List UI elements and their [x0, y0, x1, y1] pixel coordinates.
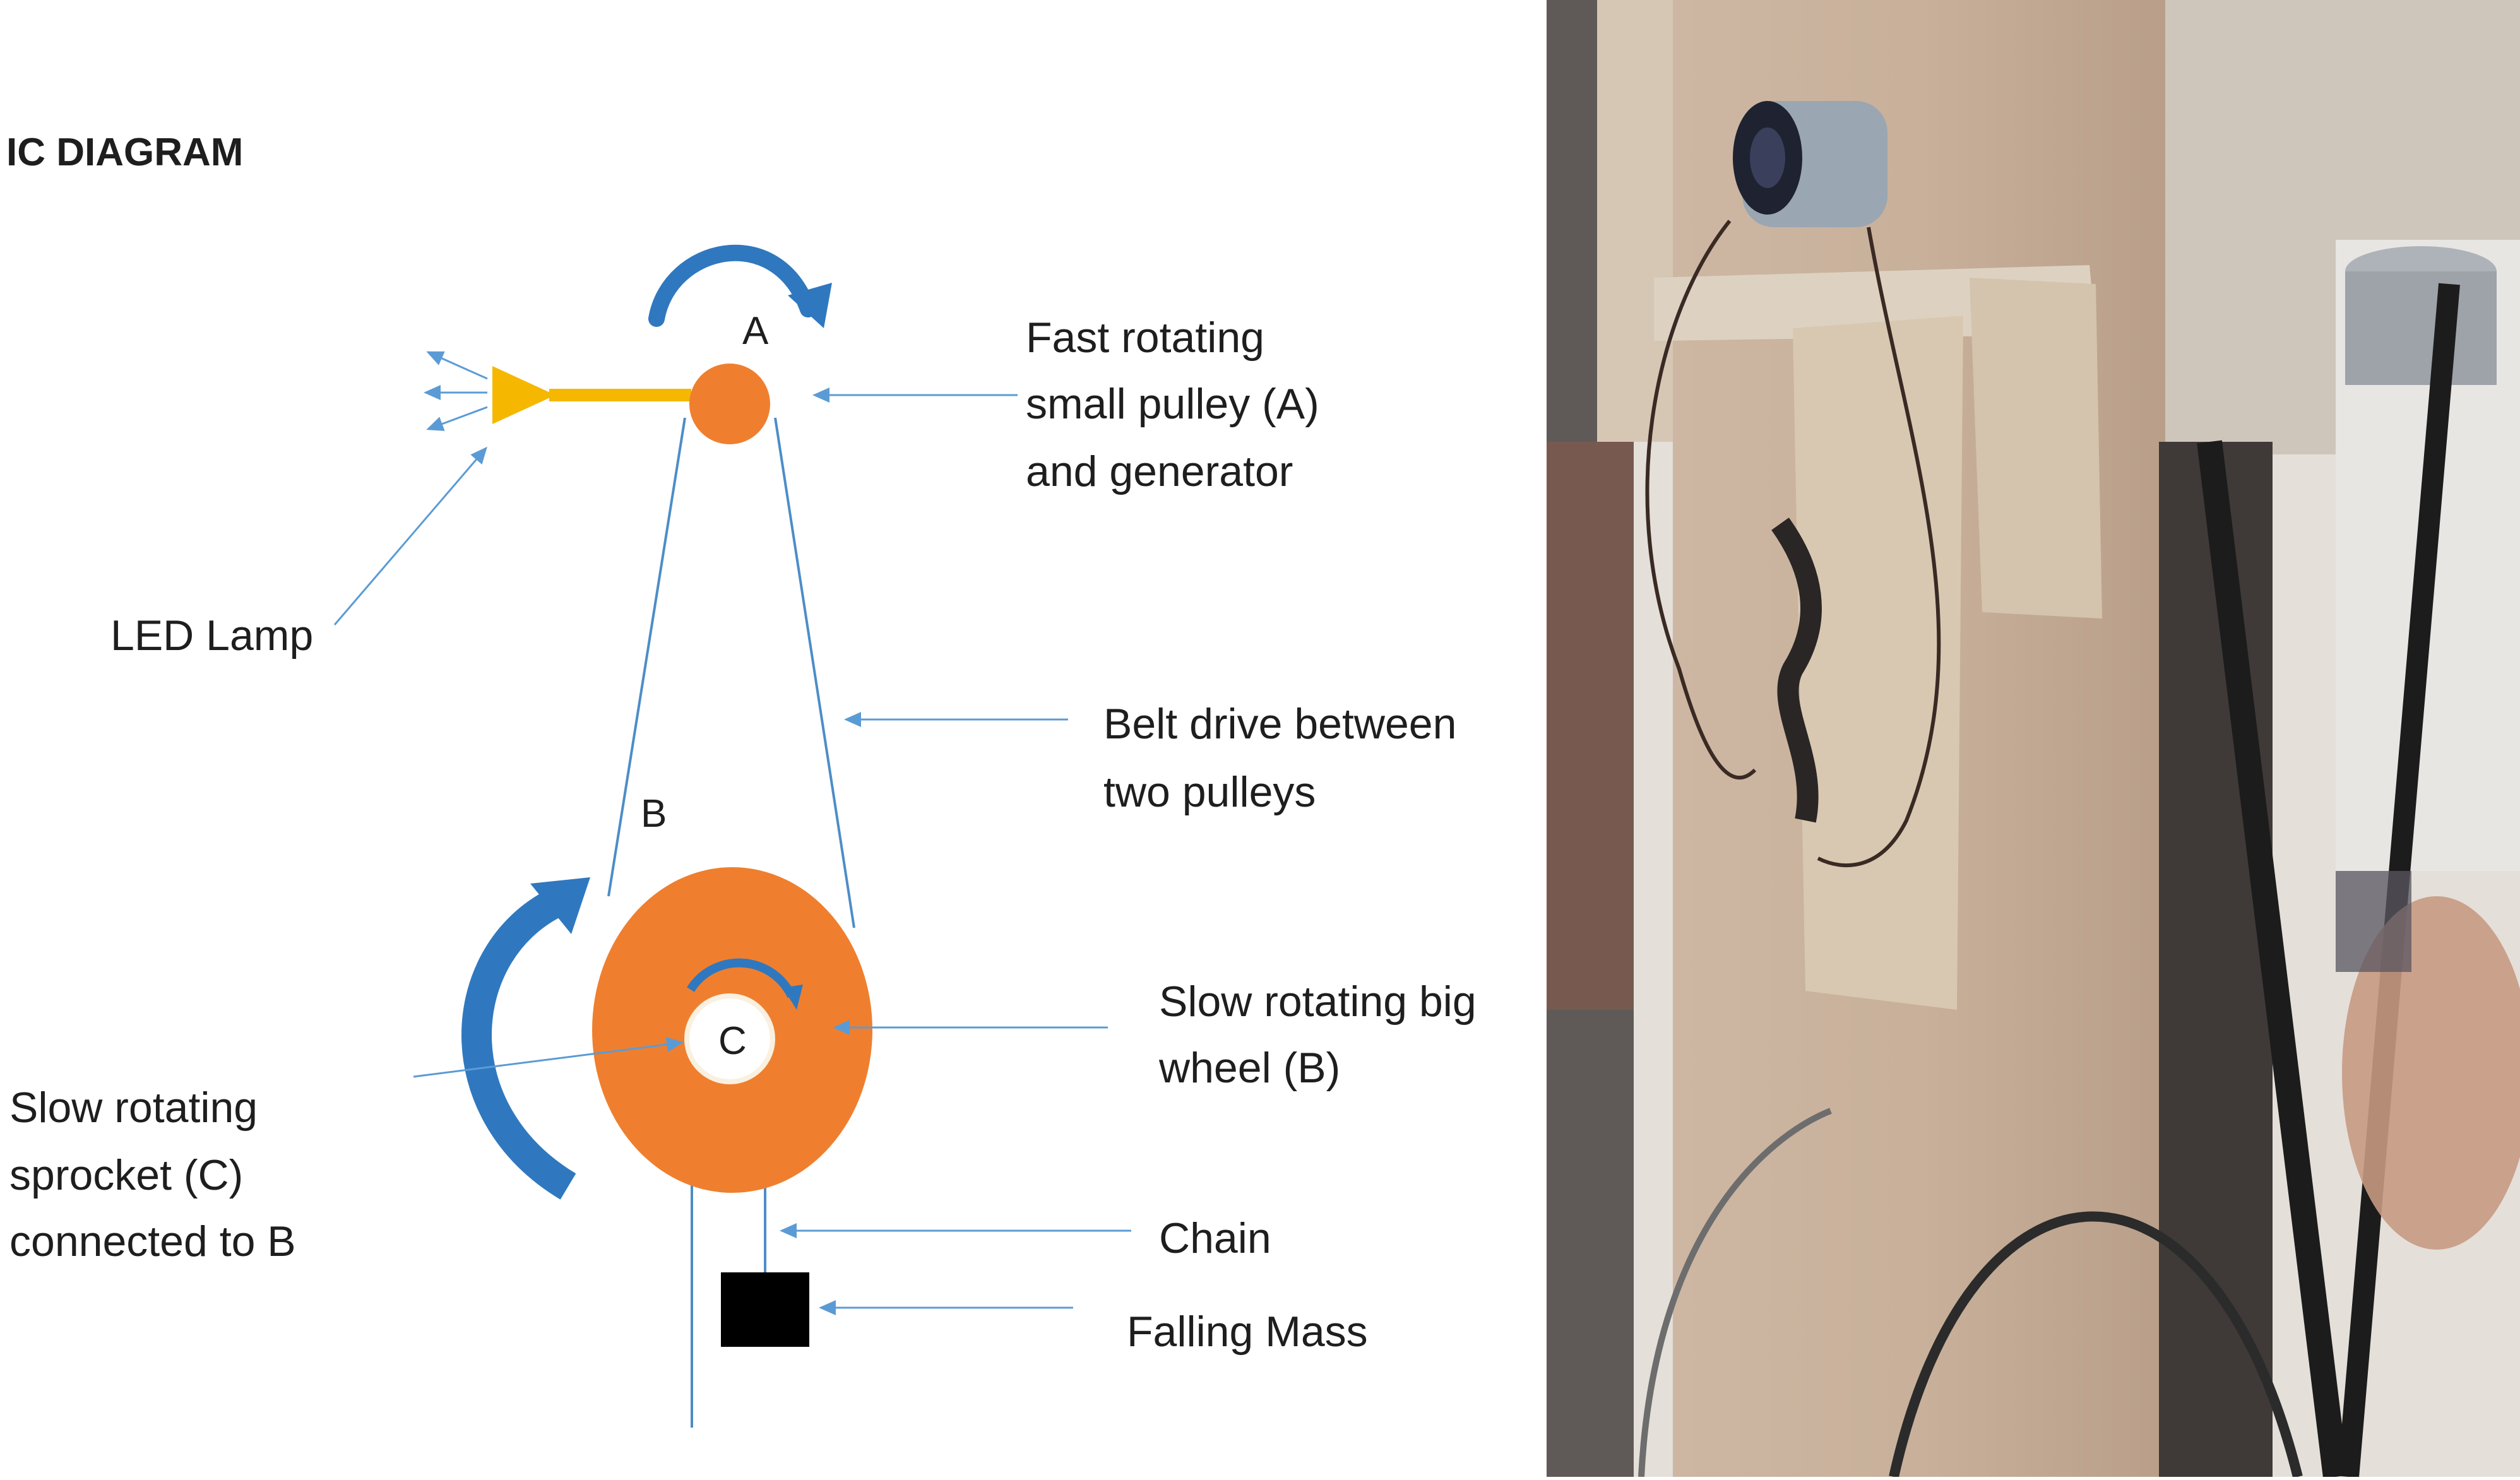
photo-hanging-board	[1793, 316, 1963, 1010]
photo-hand	[2342, 896, 2520, 1250]
photo-side-board	[1970, 278, 2102, 619]
sprocket-c	[684, 993, 775, 1084]
pointer-led	[333, 446, 487, 625]
label-wheel-b-line-2: wheel (B)	[1158, 1044, 1340, 1092]
photo-pot	[2345, 271, 2497, 385]
label-led: LED Lamp	[110, 612, 313, 660]
pulley-a-arrowhead	[788, 283, 832, 328]
generator-photo	[1545, 0, 2520, 1477]
sprocket-c-arrowhead	[783, 985, 803, 1010]
label-sprocket-c-line-3: connected to B	[9, 1217, 296, 1265]
label-belt-line-1: Belt drive between	[1103, 700, 1456, 748]
letter-a: A	[742, 309, 769, 353]
photo-left-object	[1545, 442, 1634, 1010]
photo-painted-mark	[1771, 518, 1822, 823]
label-pulley-a-line-2: small pulley (A)	[1026, 380, 1319, 428]
photo-belt-1	[2197, 440, 2348, 1477]
wheel-b-rotation-arrow	[461, 889, 576, 1200]
panel-divider	[1540, 0, 1547, 1477]
photo-bicycle-wheel	[1889, 1211, 2303, 1477]
label-pulley-a-line-3: and generator	[1026, 447, 1293, 495]
photo-wire-2	[1817, 227, 1941, 868]
label-pulley-a: Fast rotating small pulley (A) and gener…	[1026, 314, 1319, 495]
pulley-a	[689, 364, 770, 444]
led-stem	[549, 389, 691, 401]
label-pulley-a-line-1: Fast rotating	[1026, 314, 1264, 362]
led-lamp-icon	[492, 366, 556, 424]
light-ray-3	[426, 406, 488, 431]
label-belt-line-2: two pulleys	[1103, 768, 1316, 816]
pulley-a-rotation-arrow	[648, 244, 816, 327]
falling-mass	[721, 1272, 809, 1347]
schematic-diagram: IC DIAGRAM A C B	[6, 131, 1477, 1428]
label-wheel-b: Slow rotating big wheel (B)	[1158, 978, 1477, 1092]
belt-right-line	[774, 417, 855, 928]
photo-wire-1	[1645, 220, 1757, 779]
photo-bicycle-rim	[1638, 1108, 1832, 1477]
label-sprocket-c-line-1: Slow rotating	[9, 1084, 258, 1132]
letter-b: B	[641, 792, 667, 836]
belt-left-line	[607, 417, 686, 897]
label-sprocket-c-line-2: sprocket (C)	[9, 1151, 243, 1199]
photo-handle	[2336, 871, 2411, 972]
label-wheel-b-line-1: Slow rotating big	[1159, 978, 1477, 1026]
label-belt: Belt drive between two pulleys	[1103, 700, 1456, 816]
pointer-sprocket-c	[413, 1037, 684, 1078]
led-lamp	[424, 351, 691, 431]
photo-generator-shaft	[1750, 127, 1785, 188]
sprocket-c-rotation-arrow	[687, 958, 796, 998]
label-mass: Falling Mass	[1127, 1308, 1368, 1356]
photo-dark-post	[2159, 442, 2273, 1477]
light-ray-1	[426, 351, 488, 380]
letter-c: C	[718, 1019, 747, 1063]
label-chain: Chain	[1159, 1214, 1271, 1262]
label-sprocket-c: Slow rotating sprocket (C) connected to …	[9, 1084, 296, 1265]
wheel-b-arrowhead	[530, 877, 590, 934]
diagram-header: IC DIAGRAM	[6, 131, 243, 174]
